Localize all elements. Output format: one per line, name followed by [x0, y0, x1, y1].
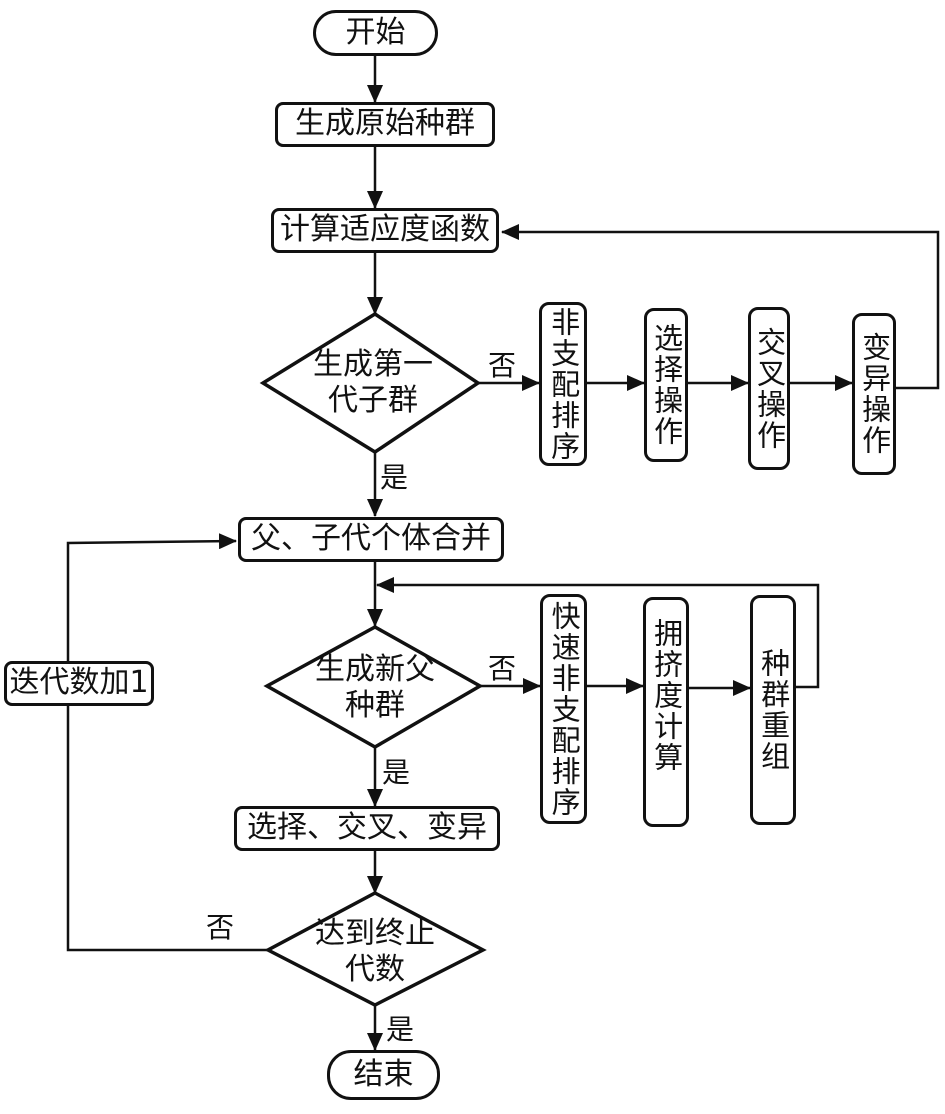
edge-decision3-no — [66, 705, 268, 952]
merge-parent-offspring-node[interactable]: 父、子代个体合并 — [238, 517, 504, 562]
termination-yes-label: 是 — [386, 1013, 415, 1046]
crowding-distance-node[interactable]: 拥挤度计算 — [643, 597, 689, 827]
decision-first-offspring-label[interactable]: 生成第一 代子群 — [313, 347, 433, 418]
decision-termination-label[interactable]: 达到终止 代数 — [315, 916, 435, 987]
fast-non-dominated-sort-node[interactable]: 快速非支配排序 — [540, 594, 587, 824]
population-recombine-node[interactable]: 种群重组 — [750, 595, 796, 825]
edge-recombine-back — [376, 577, 820, 689]
mutation-op-node[interactable]: 变异操作 — [852, 313, 896, 475]
select-cross-mutate-node[interactable]: 选择、交叉、变异 — [234, 806, 500, 851]
non-dominated-sort-node[interactable]: 非支配排序 — [539, 302, 587, 466]
termination-no-label: 否 — [206, 911, 235, 944]
new-parent-yes-label: 是 — [382, 756, 411, 789]
selection-op-node[interactable]: 选择操作 — [644, 308, 688, 462]
compute-fitness-node[interactable]: 计算适应度函数 — [271, 208, 499, 253]
edge-increment-to-merge — [66, 533, 237, 661]
end-node[interactable]: 结束 — [327, 1050, 440, 1100]
edge-mutate-back-to-fitness — [501, 224, 940, 390]
first-offspring-yes-label: 是 — [380, 461, 409, 494]
increment-iteration-node[interactable]: 迭代数加1 — [4, 661, 154, 706]
first-offspring-no-label: 否 — [488, 349, 517, 382]
generate-initial-population-node[interactable]: 生成原始种群 — [275, 102, 495, 147]
new-parent-no-label: 否 — [488, 652, 517, 685]
decision-new-parent-shape — [263, 624, 484, 750]
crossover-op-node[interactable]: 交叉操作 — [748, 307, 790, 470]
start-node[interactable]: 开始 — [313, 10, 438, 56]
decision-termination-shape — [264, 891, 487, 1007]
decision-first-offspring-shape — [259, 311, 482, 455]
decision-new-parent-label[interactable]: 生成新父 种群 — [315, 652, 435, 723]
